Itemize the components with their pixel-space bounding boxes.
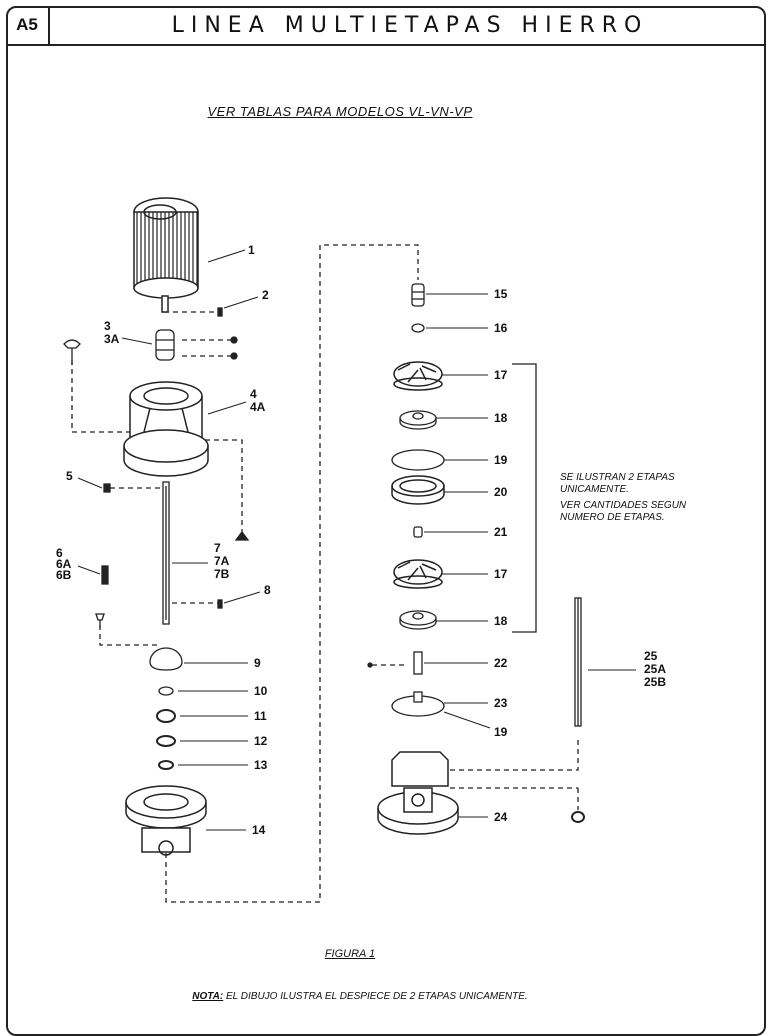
part-num: 3 — [104, 319, 111, 333]
part-num: 17 — [494, 567, 508, 581]
part-num: 25B — [644, 675, 666, 689]
header-divider — [6, 44, 766, 46]
part-num: 8 — [264, 583, 271, 597]
stages-note: SE ILUSTRAN 2 ETAPAS UNICAMENTE. VER CAN… — [560, 472, 720, 528]
part-num: 15 — [494, 287, 508, 301]
part-num: 1 — [248, 243, 255, 257]
part-num: 23 — [494, 696, 508, 710]
section-code: A5 — [6, 6, 50, 44]
part-num: 19 — [494, 453, 508, 467]
impeller-2 — [393, 559, 443, 589]
part-num: 20 — [494, 485, 508, 499]
part-num: 22 — [494, 656, 508, 670]
shaft — [162, 481, 170, 625]
part-num: 6A — [56, 557, 72, 571]
stages-note-line2: VER CANTIDADES SEGUN NUMERO DE ETAPAS. — [560, 500, 687, 523]
part-num: 2 — [262, 288, 269, 302]
part-num: 6 — [56, 546, 63, 560]
part-num: 16 — [494, 321, 508, 335]
pump-base — [125, 785, 207, 856]
assembly-path — [71, 244, 579, 903]
part-num: 5 — [66, 469, 73, 483]
footer-note: NOTA: EL DIBUJO ILUSTRA EL DESPIECE DE 2… — [150, 991, 570, 1002]
part-num: 9 — [254, 656, 261, 670]
part-num: 25A — [644, 662, 666, 676]
part-num: 18 — [494, 411, 508, 425]
part-num: 11 — [254, 709, 267, 723]
part-num: 17 — [494, 368, 508, 382]
part-num: 12 — [254, 734, 268, 748]
part-num: 25 — [644, 649, 658, 663]
part-num: 21 — [494, 525, 508, 539]
stages-note-line1: SE ILUSTRAN 2 ETAPAS UNICAMENTE. — [560, 472, 675, 495]
impeller-1 — [393, 361, 443, 391]
part-num: 7 — [214, 541, 221, 555]
motor — [133, 197, 199, 313]
figure-caption: FIGURA 1 — [324, 948, 376, 960]
part-num: 3A — [104, 332, 120, 346]
motor-bracket — [123, 381, 209, 477]
part-num: 19 — [494, 725, 508, 739]
part-num: 7A — [214, 554, 230, 568]
part-numbers: 1 2 3 3A 4 4A 5 6 6A 6B 7 7A 7B 8 9 10 1… — [56, 243, 666, 837]
subtitle: VER TABLAS PARA MODELOS VL-VN-VP — [207, 104, 473, 119]
leader-lines — [77, 249, 636, 831]
page-title: LINEA MULTIETAPAS HIERRO — [171, 13, 649, 38]
note-label: NOTA: — [192, 991, 224, 1002]
part-num: 4A — [250, 400, 266, 414]
bolt — [63, 339, 81, 365]
part-num: 14 — [252, 823, 266, 837]
suction-base — [377, 751, 459, 835]
part-num: 10 — [254, 684, 268, 698]
part-num: 7B — [214, 567, 230, 581]
part-num: 6B — [56, 568, 72, 582]
part-num: 13 — [254, 758, 268, 772]
part-num: 24 — [494, 810, 508, 824]
bolt-right — [234, 530, 250, 541]
note-text: EL DIBUJO ILUSTRA EL DESPIECE DE 2 ETAPA… — [223, 991, 528, 1002]
coupling — [155, 307, 238, 361]
part-num: 18 — [494, 614, 508, 628]
part-num: 4 — [250, 387, 257, 401]
